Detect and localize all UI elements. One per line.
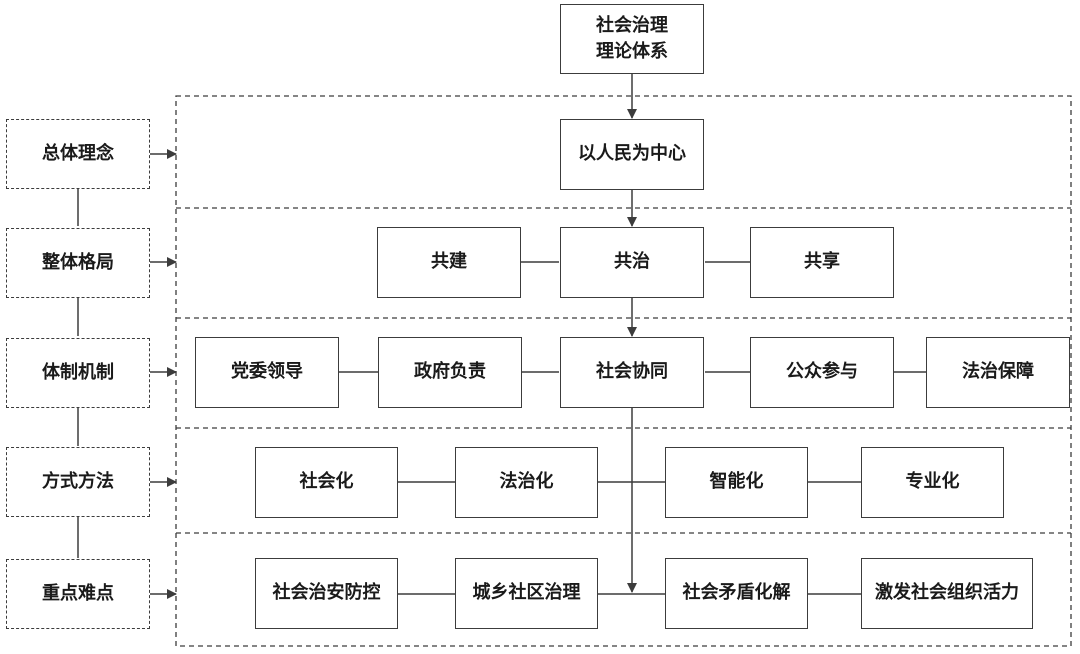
node-method-3: 智能化	[665, 447, 808, 518]
side-label-system-mechanism: 体制机制	[6, 338, 150, 408]
node-pattern-govern: 共治	[560, 227, 704, 298]
node-method-2: 法治化	[455, 447, 598, 518]
node-concept: 以人民为中心	[560, 119, 704, 190]
node-priority-3: 社会矛盾化解	[665, 558, 808, 629]
side-label-overall-pattern: 整体格局	[6, 228, 150, 298]
side-label-overall-concept: 总体理念	[6, 119, 150, 189]
title-line-1: 社会治理	[596, 14, 668, 36]
node-priority-2: 城乡社区治理	[455, 558, 598, 629]
root-node-title: 社会治理 理论体系	[560, 4, 704, 74]
node-priority-1: 社会治安防控	[255, 558, 398, 629]
node-mechanism-2: 政府负责	[378, 337, 522, 408]
node-mechanism-1: 党委领导	[195, 337, 339, 408]
node-mechanism-4: 公众参与	[750, 337, 894, 408]
node-mechanism-3: 社会协同	[560, 337, 704, 408]
node-priority-4: 激发社会组织活力	[861, 558, 1033, 629]
side-label-methods: 方式方法	[6, 447, 150, 517]
node-mechanism-5: 法治保障	[926, 337, 1070, 408]
node-pattern-share: 共享	[750, 227, 894, 298]
node-method-1: 社会化	[255, 447, 398, 518]
node-pattern-build: 共建	[377, 227, 521, 298]
node-method-4: 专业化	[861, 447, 1004, 518]
side-label-priorities: 重点难点	[6, 559, 150, 629]
title-line-2: 理论体系	[596, 41, 668, 62]
